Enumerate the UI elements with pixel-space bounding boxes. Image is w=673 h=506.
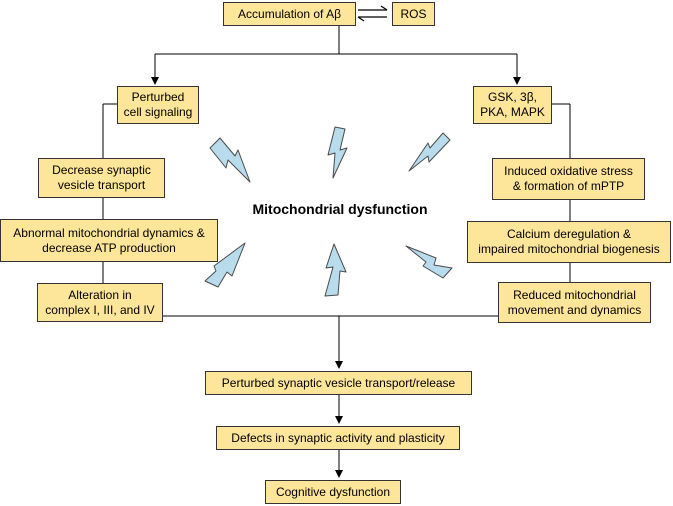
node-reduced-movement: Reduced mitochondrial movement and dynam…	[498, 282, 651, 323]
node-cognitive-dysfunction: Cognitive dysfunction	[265, 480, 401, 504]
lightning-bolt-icon	[327, 126, 348, 179]
double-arrow-icon	[357, 5, 388, 22]
center-label: Mitochondrial dysfunction	[252, 201, 428, 217]
node-synaptic-defects: Defects in synaptic activity and plastic…	[216, 426, 460, 450]
lightning-bolt-icon	[408, 132, 451, 172]
lightning-bolt-icon	[405, 245, 453, 279]
lightning-bolt-icon	[204, 242, 246, 288]
node-complex-alteration: Alteration in complex I, III, and IV	[37, 283, 163, 322]
node-vesicle-release: Perturbed synaptic vesicle transport/rel…	[205, 371, 472, 395]
node-mito-dynamics-atp: Abnormal mitochondrial dynamics & decrea…	[0, 219, 218, 262]
node-calcium-deregulation: Calcium deregulation & impaired mitochon…	[467, 221, 671, 263]
node-synaptic-vesicle-transport: Decrease synaptic vesicle transport	[38, 158, 165, 198]
node-oxidative-stress: Induced oxidative stress & formation of …	[492, 158, 645, 200]
node-ros: ROS	[392, 2, 435, 26]
lightning-bolt-icon	[209, 137, 251, 183]
node-perturbed-signaling: Perturbed cell signaling	[117, 86, 199, 124]
node-kinases: GSK, 3β, PKA, MAPK	[473, 86, 552, 124]
lightning-bolt-icon	[324, 243, 347, 297]
node-abeta: Accumulation of Aβ	[223, 2, 356, 26]
